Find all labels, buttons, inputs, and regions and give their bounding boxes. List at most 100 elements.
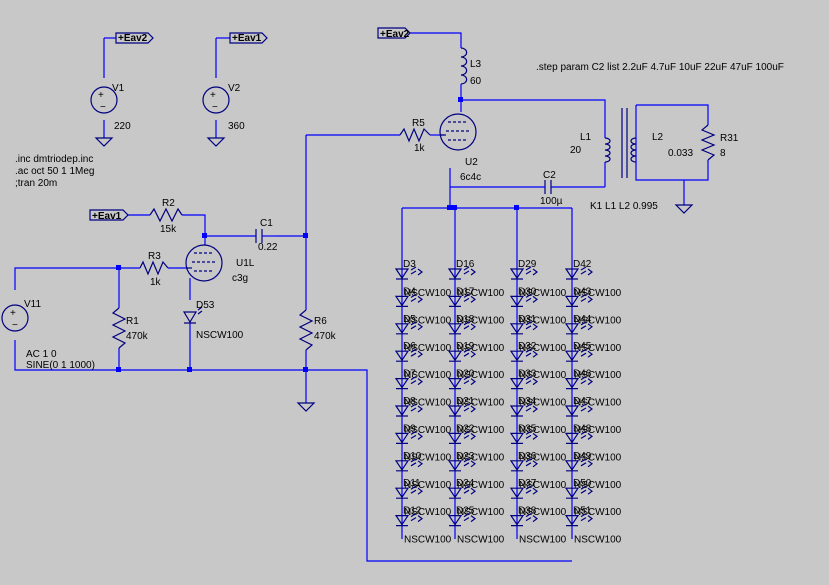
led-name: D22: [456, 423, 475, 434]
led-model: NSCW100: [457, 535, 505, 546]
net-label-eav1-r2: +Eav1: [89, 209, 129, 222]
net-label-eav2-l3: +Eav2: [377, 27, 411, 40]
led-name: D25: [456, 506, 475, 517]
led-model: NSCW100: [404, 480, 452, 491]
v2-value: 360: [228, 121, 245, 132]
led-model: NSCW100: [457, 398, 505, 409]
led-model: NSCW100: [404, 343, 452, 354]
led-column-col2: D16NSCW100D17NSCW100D18NSCW100D19NSCW100…: [447, 259, 505, 546]
svg-text:R6: R6: [314, 316, 327, 327]
led-name: D36: [518, 451, 537, 462]
svg-text:L3: L3: [470, 59, 482, 70]
resistor-r31: R31 8: [700, 124, 739, 161]
led-name: D46: [573, 369, 592, 380]
led-name: D8: [403, 396, 416, 407]
voltage-source-v1: + − V1 220: [90, 83, 131, 132]
directive-include: .inc dmtriodep.inc: [15, 154, 93, 165]
svg-text:C1: C1: [260, 218, 273, 229]
junction-dots: [116, 97, 519, 372]
led-model: NSCW100: [574, 343, 622, 354]
led-model: NSCW100: [404, 425, 452, 436]
led-model: NSCW100: [519, 535, 567, 546]
svg-text:15k: 15k: [160, 224, 177, 235]
svg-text:L1: L1: [580, 132, 592, 143]
inductor-l3: L3 60: [460, 47, 482, 87]
led-model: NSCW100: [574, 425, 622, 436]
svg-text:D53: D53: [196, 300, 215, 311]
led-name: D43: [573, 286, 592, 297]
svg-text:0.033: 0.033: [668, 148, 693, 159]
led-name: D18: [456, 314, 475, 325]
svg-text:R3: R3: [148, 251, 161, 262]
svg-text:470k: 470k: [126, 331, 149, 342]
svg-text:470k: 470k: [314, 331, 337, 342]
svg-text:0.22: 0.22: [258, 242, 278, 253]
led-name: D9: [403, 423, 416, 434]
led-model: NSCW100: [519, 370, 567, 381]
led-model: NSCW100: [457, 507, 505, 518]
directive-step: .step param C2 list 2.2uF 4.7uF 10uF 22u…: [536, 62, 784, 73]
directive-coupling: K1 L1 L2 0.995: [590, 201, 658, 212]
led-model: NSCW100: [519, 507, 567, 518]
v1-value: 220: [114, 121, 131, 132]
ground-symbol-v1: [94, 137, 114, 147]
svg-text:R5: R5: [412, 118, 425, 129]
led-name: D50: [573, 478, 592, 489]
led-column-col3: D29NSCW100D30NSCW100D31NSCW100D32NSCW100…: [509, 259, 567, 546]
led-model: NSCW100: [574, 480, 622, 491]
svg-text:U2: U2: [465, 157, 478, 168]
led-model: NSCW100: [457, 480, 505, 491]
led-name: D6: [403, 341, 416, 352]
svg-text:−: −: [100, 102, 106, 113]
resistor-r2: R2 15k: [149, 198, 183, 235]
led-column-col4: D42NSCW100D43NSCW100D44NSCW100D45NSCW100…: [564, 259, 622, 546]
led-name: D5: [403, 314, 416, 325]
led-model: NSCW100: [457, 315, 505, 326]
svg-text:+: +: [98, 90, 104, 101]
led-model: NSCW100: [519, 398, 567, 409]
led-array: D3NSCW100D4NSCW100D5NSCW100D6NSCW100D7NS…: [394, 259, 622, 546]
svg-text:+: +: [210, 90, 216, 101]
led-model: NSCW100: [574, 507, 622, 518]
v1-name: V1: [112, 83, 125, 94]
led-name: D10: [403, 451, 422, 462]
led-model: NSCW100: [457, 452, 505, 463]
net-label-text: +Eav2: [380, 29, 410, 40]
led-model: NSCW100: [457, 370, 505, 381]
led-name: D17: [456, 286, 475, 297]
directive-ac: .ac oct 50 1 1Meg: [15, 166, 95, 177]
led-model: NSCW100: [404, 370, 452, 381]
svg-text:6c4c: 6c4c: [460, 172, 481, 183]
v2-name: V2: [228, 83, 241, 94]
inductor-l1: L1 20: [570, 132, 611, 163]
led-model: NSCW100: [404, 507, 452, 518]
svg-text:60: 60: [470, 76, 482, 87]
v11-ac: AC 1 0: [26, 349, 57, 360]
led-name: D12: [403, 506, 422, 517]
svg-text:R2: R2: [162, 198, 175, 209]
